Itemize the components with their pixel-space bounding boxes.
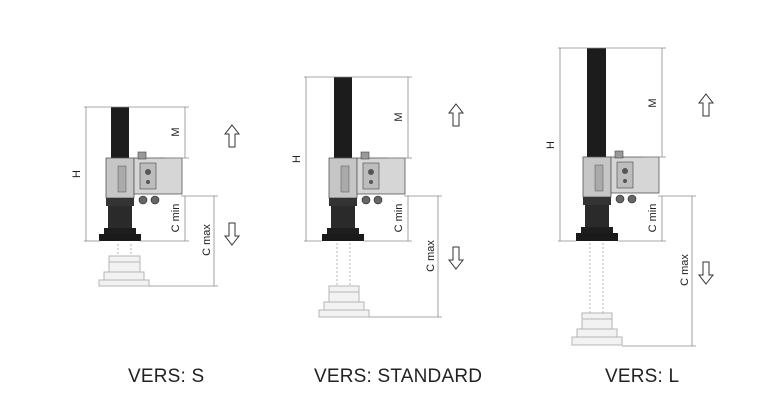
version-s-drawing: H M C min C max [71, 106, 241, 287]
column [587, 48, 606, 161]
version-standard-caption: VERS: STANDARD [314, 366, 483, 387]
dimension-h-label: H [545, 141, 557, 149]
arrow-up-icon [447, 103, 465, 127]
arrow-up-icon [223, 124, 241, 148]
dimension-c-max-label: C max [425, 240, 437, 272]
ghost-extended-unit [318, 243, 370, 318]
version-l-caption: VERS: L [605, 366, 680, 387]
arrow-down-icon [697, 261, 715, 285]
base-foot [576, 197, 618, 241]
column [111, 107, 129, 161]
dimension-c-min-label: C min [393, 204, 405, 233]
dimension-h-label: H [71, 170, 83, 178]
version-standard-drawing: H M C min C max [291, 76, 465, 318]
dimension-lines [558, 47, 696, 347]
dimension-lines [84, 106, 218, 287]
dimension-lines [304, 76, 442, 318]
version-l-drawing: H M C min C max [545, 47, 715, 347]
actuator-body [328, 151, 406, 205]
base-foot [322, 198, 364, 241]
dimension-c-min-label: C min [170, 204, 182, 233]
dimension-c-max-label: C max [201, 224, 213, 256]
actuator-body [105, 151, 183, 205]
dimension-h-label: H [291, 155, 303, 163]
ghost-extended-unit [571, 243, 623, 346]
dimension-m-label: M [170, 127, 182, 136]
base-foot [99, 198, 141, 241]
arrow-up-icon [697, 93, 715, 117]
actuator-body [582, 150, 660, 204]
arrow-down-icon [223, 222, 241, 246]
version-s-caption: VERS: S [128, 366, 205, 387]
dimension-m-label: M [393, 112, 405, 121]
column [334, 77, 352, 161]
arrow-down-icon [447, 246, 465, 270]
ghost-extended-unit [98, 244, 150, 287]
dimension-c-max-label: C max [679, 254, 691, 286]
dimension-c-min-label: C min [647, 204, 659, 233]
dimension-m-label: M [647, 98, 659, 107]
